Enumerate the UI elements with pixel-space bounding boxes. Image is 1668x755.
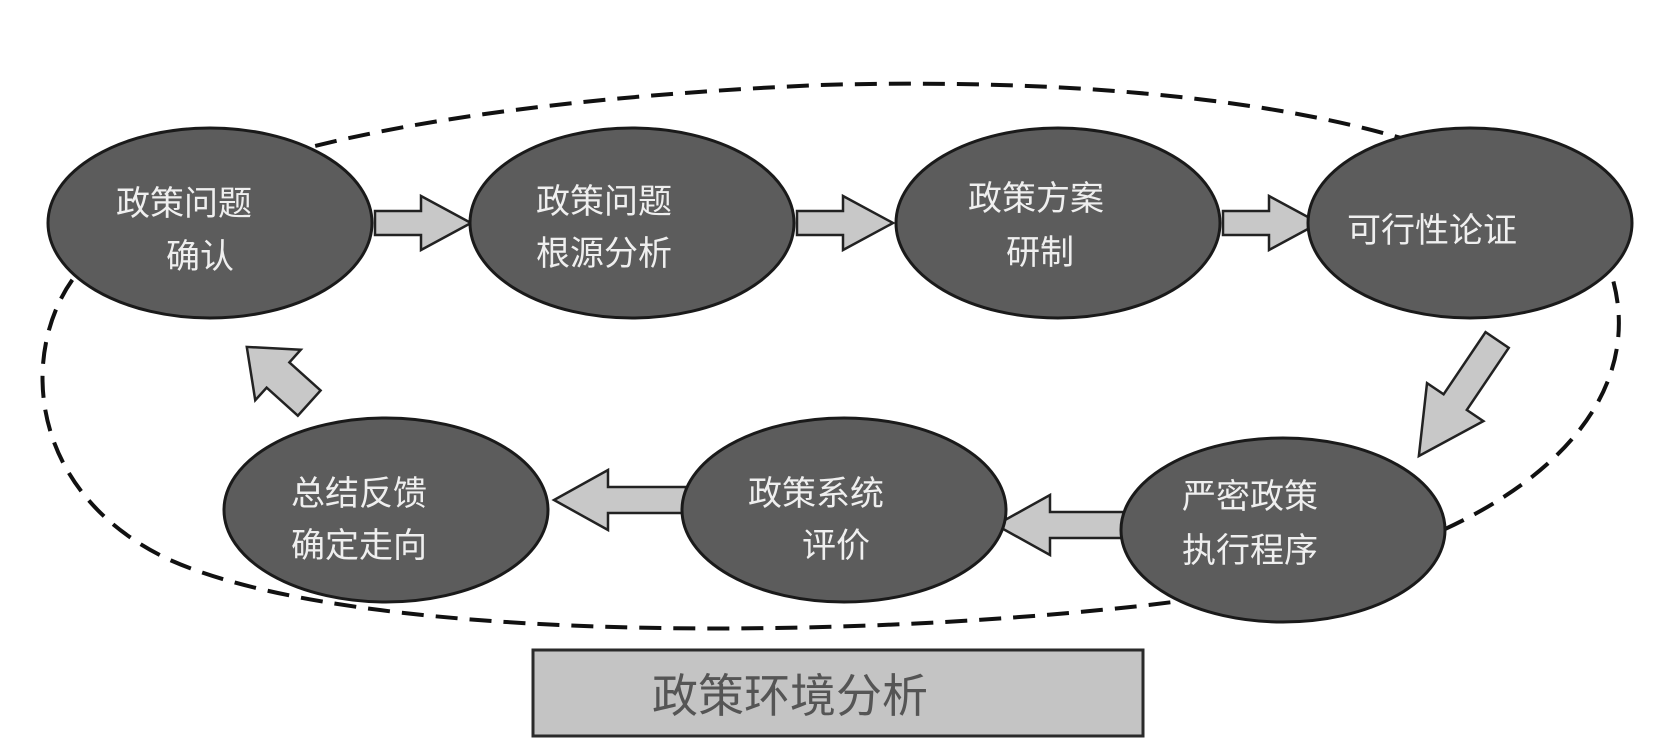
node-label-line-1: 政策问题: [536, 182, 672, 222]
node-label-line-2: 执行程序: [1182, 531, 1318, 571]
node-feasibility-study: 可行性论证: [1306, 126, 1634, 320]
environment-analysis-box: 政策环境分析: [531, 648, 1145, 738]
node-ellipse: [1306, 126, 1634, 320]
flow-arrow-summary-to-problem: [245, 345, 323, 418]
environment-analysis-label: 政策环境分析: [652, 669, 928, 723]
node-label-line-1: 政策方案: [968, 179, 1104, 219]
policy-environment-ring: [40, 81, 1621, 631]
flow-arrow-root-cause-to-option: [795, 193, 896, 253]
flow-arrows: [245, 193, 1511, 558]
node-label-line-1: 政策问题: [116, 184, 252, 224]
node-problem-identification: 政策问题 确认: [46, 126, 374, 320]
flow-arrow-implementation-to-evaluation: [993, 492, 1126, 558]
node-ellipse: [468, 126, 796, 320]
node-option-formulation: 政策方案 研制: [894, 126, 1222, 320]
node-ellipse: [222, 416, 550, 604]
node-ellipse: [894, 126, 1222, 320]
node-ellipse: [680, 416, 1008, 604]
node-strict-implementation: 严密政策 执行程序: [1119, 436, 1447, 624]
node-label-line-1: 政策系统: [748, 474, 884, 514]
node-label-line-2: 研制: [1006, 233, 1074, 273]
node-ellipse: [1119, 436, 1447, 624]
flow-arrow-option-to-feasibility: [1221, 193, 1322, 253]
flow-arrow-feasibility-to-implementation: [1417, 330, 1511, 459]
environment-analysis-panel: [531, 648, 1145, 738]
flow-arrow-evaluation-to-summary: [551, 467, 688, 533]
node-label-line-1: 总结反馈: [291, 474, 427, 514]
node-label-line-2: 确定走向: [291, 526, 427, 566]
node-summary-feedback: 总结反馈 确定走向: [222, 416, 550, 604]
node-label-line-1: 可行性论证: [1347, 211, 1517, 251]
process-nodes: 政策问题 确认 政策问题 根源分析 政策方案 研制 可行性论证 严密政策 执行程…: [46, 126, 1634, 624]
node-system-evaluation: 政策系统 评价: [680, 416, 1008, 604]
node-ellipse: [46, 126, 374, 320]
node-root-cause-analysis: 政策问题 根源分析: [468, 126, 796, 320]
node-label-line-1: 严密政策: [1182, 477, 1318, 517]
flow-arrow-problem-to-root-cause: [373, 193, 474, 253]
node-label-line-2: 确认: [166, 237, 234, 277]
node-label-line-2: 评价: [802, 526, 870, 566]
node-label-line-2: 根源分析: [536, 234, 672, 274]
